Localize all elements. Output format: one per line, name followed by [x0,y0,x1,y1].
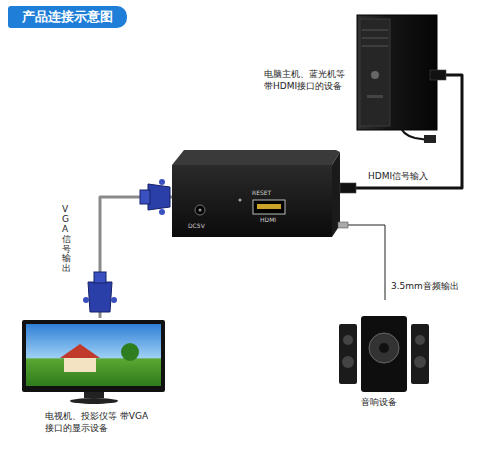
device-label: 电视机、投影仪等 带VGA接口的显示设备 [45,410,150,434]
audio-plug [338,222,348,228]
display-device: 电视机、投影仪等 带VGA接口的显示设备 [18,318,170,438]
pc-tower [357,15,446,143]
source-device: 电脑主机、蓝光机等 带HDMI接口的设备 [262,15,445,132]
hdmi-plug [340,183,356,193]
speaker-device: 音响设备 [335,300,430,412]
device-label: 电脑主机、蓝光机等 带HDMI接口的设备 [264,68,354,92]
device-label: 音响设备 [361,396,397,408]
device-label: DC5V [188,222,205,230]
cable-label: VGA信号输出 [62,205,71,274]
device-label: RESET [252,189,271,197]
speaker-set [339,316,429,392]
device-label: HDMI [260,216,276,224]
converter-box [172,150,340,237]
converter-device: RESET HDMI DC5V [172,150,340,237]
title-tab: 产品连接示意图 [8,6,127,28]
monitor [22,320,165,404]
cable-label: HDMI信号输入 [368,170,428,182]
cable-label: 3.5mm音频输出 [391,280,459,292]
vga-plug [83,272,117,312]
audio-cable [340,225,385,300]
vga-plug [140,179,170,215]
